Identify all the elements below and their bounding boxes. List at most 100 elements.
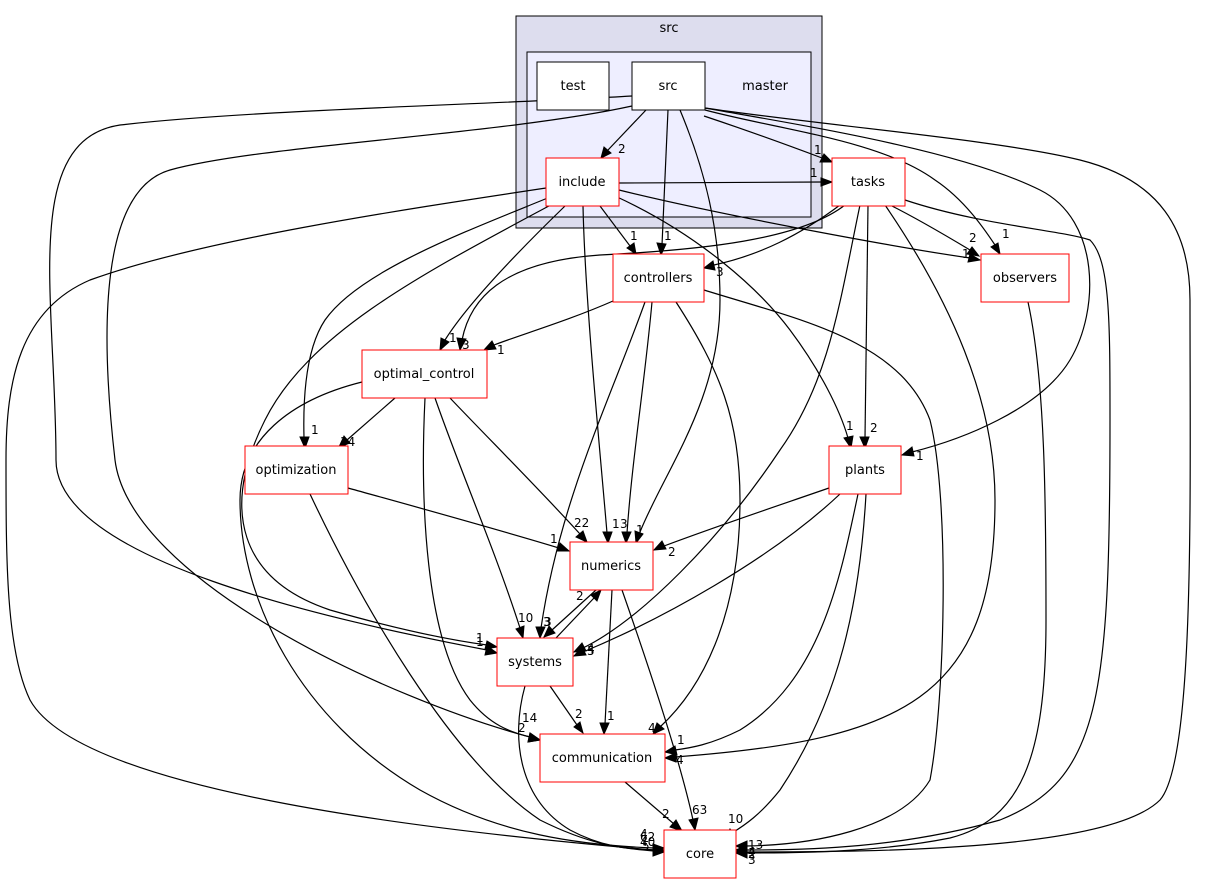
- edge-tasks-plants-label: 2: [870, 421, 878, 435]
- edge-src-tasks-arrow: [819, 153, 834, 163]
- edge-optimal_control-systems: [434, 397, 521, 629]
- edge-tasks-core-label: 2: [748, 847, 756, 861]
- node-systems[interactable]: systems: [496, 637, 574, 687]
- edge-tasks-communication-arrow: [663, 752, 677, 763]
- edge-src-include-arrow: [600, 146, 612, 159]
- edge-include-optimization-label: 1: [311, 423, 319, 437]
- edge-plants-numerics: [663, 487, 830, 547]
- edge-observers-core-arrow: [734, 847, 748, 859]
- edge-plants-numerics-label: 2: [668, 545, 676, 559]
- edge-plants-communication-label: 1: [677, 733, 685, 747]
- edge-optimal_control-numerics: [449, 397, 581, 535]
- edge-systems-numerics-arrow: [590, 588, 602, 602]
- edge-optimal_control-optimization: [346, 397, 396, 441]
- edge-controllers-numerics: [626, 301, 653, 534]
- edge-tasks-communication: [674, 204, 996, 758]
- edge-include-tasks: [618, 181, 823, 184]
- edge-controllers-core-arrow: [734, 840, 748, 852]
- edge-plants-core: [731, 493, 867, 834]
- edge-tasks-optimal_control: [461, 204, 846, 341]
- edge-src-plants: [704, 107, 1091, 453]
- node-observers[interactable]: observers: [980, 253, 1070, 303]
- edge-include-systems: [241, 199, 561, 646]
- edge-src-controllers-label: 1: [664, 229, 672, 243]
- edge-communication-core: [624, 781, 675, 825]
- edge-controllers-systems: [540, 301, 646, 629]
- edge-numerics-core: [621, 589, 694, 821]
- node-communication-label: communication: [552, 751, 653, 766]
- edge-src-include-label: 2: [618, 142, 626, 156]
- edge-include-systems-arrow: [484, 640, 499, 650]
- edge-src-numerics-arrow: [634, 530, 644, 545]
- edge-numerics-systems-arrow: [543, 625, 556, 638]
- node-include[interactable]: include: [545, 157, 620, 207]
- edge-src-tasks-label: 1: [814, 143, 822, 157]
- edge-src-plants-label: 1: [916, 449, 924, 463]
- edge-optimal_control-communication-label: 14: [522, 711, 537, 725]
- edge-include-plants-label: 1: [846, 419, 854, 433]
- edge-observers-core: [745, 301, 1047, 854]
- edge-include-numerics: [582, 205, 608, 534]
- edge-tasks-controllers-label: 3: [716, 265, 724, 279]
- node-plants-label: plants: [845, 463, 885, 478]
- edge-optimization-numerics: [347, 487, 560, 549]
- node-communication[interactable]: communication: [539, 733, 666, 783]
- edge-include-plants-arrow: [843, 435, 854, 450]
- edge-include-numerics-label: 1: [612, 517, 620, 531]
- edge-controllers-numerics-label: 3: [620, 517, 628, 531]
- edge-optimal_control-optimization-arrow: [338, 435, 351, 448]
- edge-src-controllers-arrow: [656, 242, 667, 257]
- node-core[interactable]: core: [663, 829, 737, 879]
- edge-src-tasks: [703, 115, 823, 159]
- node-optimization[interactable]: optimization: [244, 445, 349, 495]
- node-tasks[interactable]: tasks: [831, 157, 906, 207]
- edge-src-core: [704, 107, 1191, 853]
- edge-include-optimal_control: [444, 205, 566, 341]
- node-optimal_control[interactable]: optimal_control: [361, 349, 488, 399]
- edge-tasks-plants: [864, 204, 869, 439]
- edge-tasks-optimal_control-arrow: [456, 337, 467, 352]
- edge-include-optimal_control-label: 1: [449, 331, 457, 345]
- node-core-label: core: [686, 847, 714, 862]
- edge-tasks-controllers-arrow: [702, 260, 716, 271]
- node-controllers[interactable]: controllers: [612, 253, 705, 303]
- edge-plants-systems-label: 5: [587, 644, 595, 658]
- edge-optimal_control-numerics-arrow: [575, 530, 588, 543]
- edge-communication-core-arrow: [669, 819, 684, 832]
- edge-controllers-communication-label: 4: [648, 721, 656, 735]
- edge-systems-numerics-label: 2: [576, 589, 584, 603]
- edge-numerics-communication-label: 1: [607, 709, 615, 723]
- edge-src-observers-arrow: [990, 242, 1001, 256]
- edge-optimal_control-systems-label: 10: [518, 611, 533, 625]
- node-src[interactable]: src: [631, 61, 706, 111]
- edge-observers-core-label: 4: [748, 845, 756, 859]
- edge-optimization-numerics-arrow: [556, 542, 571, 552]
- edge-src-observers: [704, 109, 996, 246]
- edge-tasks-optimal_control-label: 3: [462, 338, 470, 352]
- node-plants[interactable]: plants: [828, 445, 902, 495]
- edge-tasks-communication-label: 4: [676, 753, 684, 767]
- edge-controllers-core: [703, 289, 944, 847]
- edge-tasks-observers: [889, 204, 971, 251]
- edge-src-controllers: [661, 109, 669, 246]
- edge-controllers-numerics-arrow: [621, 531, 632, 545]
- edge-include-numerics-arrow: [602, 531, 613, 545]
- edge-src-numerics: [639, 109, 721, 533]
- edge-include-plants: [614, 195, 849, 439]
- edge-tasks-observers-arrow: [966, 246, 981, 257]
- edge-include-controllers-arrow: [626, 242, 637, 256]
- cluster-master-label: master: [742, 79, 788, 94]
- node-numerics[interactable]: numerics: [569, 541, 654, 591]
- edge-controllers-optimal_control-label: 1: [497, 343, 505, 357]
- edge-controllers-optimal_control: [493, 300, 614, 346]
- edge-plants-systems: [582, 493, 841, 653]
- node-optimal_control-label: optimal_control: [374, 367, 475, 382]
- node-test[interactable]: test: [536, 61, 610, 111]
- edge-numerics-systems: [551, 589, 597, 631]
- edge-communication-core-label: 2: [662, 807, 670, 821]
- node-numerics-label: numerics: [581, 559, 641, 574]
- edge-src-observers-label: 1: [1002, 227, 1010, 241]
- edge-tasks-systems: [582, 204, 861, 649]
- edge-controllers-communication: [659, 301, 741, 728]
